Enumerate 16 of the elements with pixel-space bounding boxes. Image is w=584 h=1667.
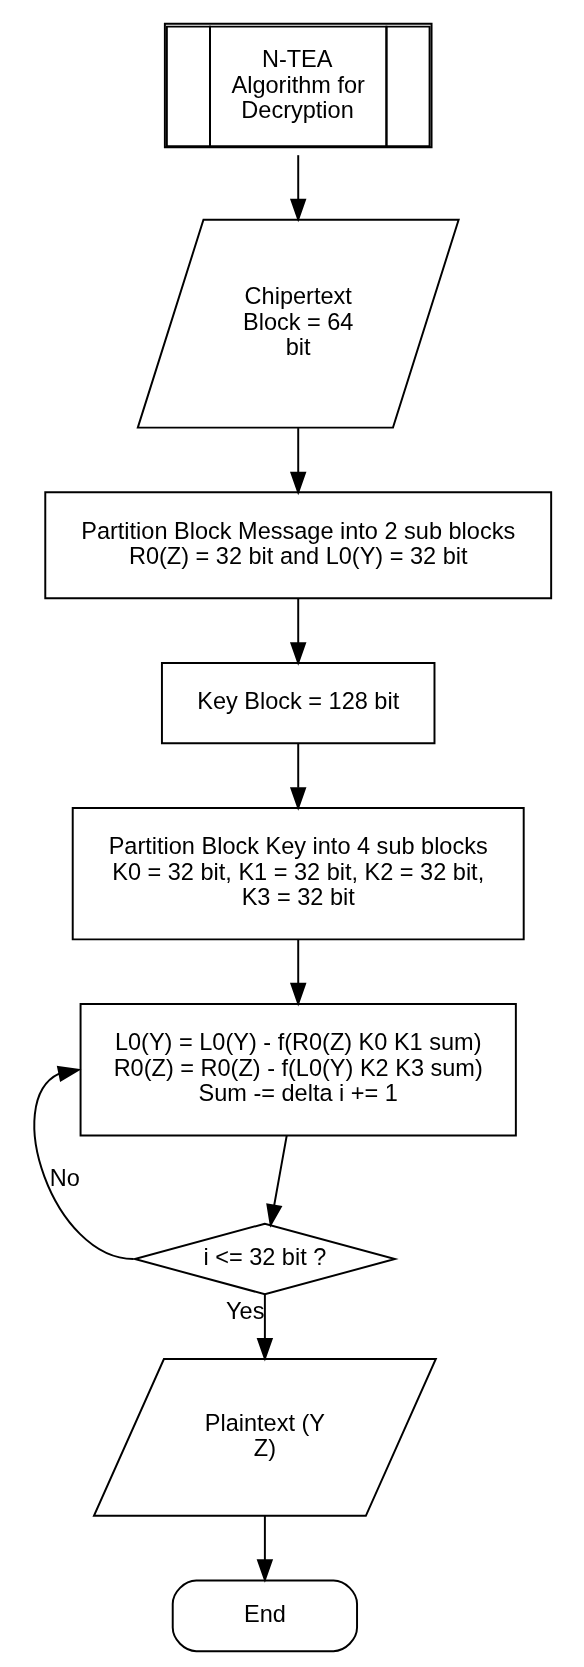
node-box: Partition Block Key into 4 sub blocks K0 = 32 bit, K1 = 32 bit, K2 = 32 bit, K3 = 32 bit [71,807,525,941]
node-box: Key Block = 128 bit [160,661,435,745]
arrow [289,427,306,496]
arrow [289,154,306,223]
node-box: End [171,1579,358,1653]
arrow [256,1514,273,1583]
arrow [289,597,306,666]
arrow [33,1065,134,1260]
node-box: Partition Block Message into 2 sub blocks R0(Z) = 32 bit and L0(Y) = 32 bit [43,491,552,600]
edge-label: Yes [225,1298,264,1325]
arrow [289,742,306,811]
edge-label: No [49,1164,80,1191]
arrow [265,1134,288,1228]
arrow [289,938,306,1007]
node-box: L0(Y) = L0(Y) - f(R0(Z) K0 K1 sum) R0(Z) = R0(Z) - f(L0(Y) K2 K3 sum) Sum -= delta i += 1 [79,1003,517,1137]
arrow [256,1293,273,1362]
